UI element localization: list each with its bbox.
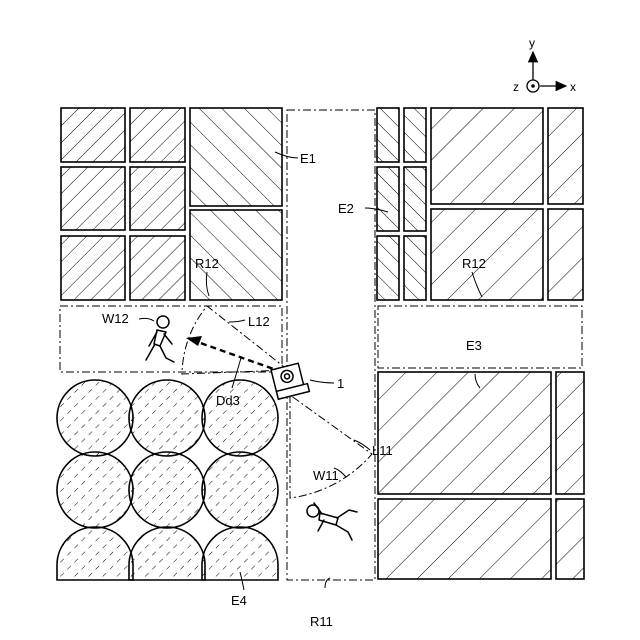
round-storage-e4 [57, 380, 278, 580]
label-e2: E2 [338, 201, 354, 216]
label-r12-left: R12 [195, 256, 219, 271]
label-robot: 1 [337, 376, 344, 391]
region-r12-right [378, 306, 582, 368]
label-w12: W12 [102, 311, 129, 326]
label-l12: L12 [248, 314, 270, 329]
worker-w12-icon [146, 316, 174, 362]
label-e1: E1 [300, 151, 316, 166]
worker-w11-icon [307, 503, 357, 540]
shelf-block-e1 [61, 108, 282, 300]
shelf-block-e3 [378, 372, 584, 579]
label-e4: E4 [231, 593, 247, 608]
coordinate-axes: y z x [513, 36, 576, 94]
detection-arrow-dd3 [186, 336, 282, 372]
label-e3: E3 [466, 338, 482, 353]
label-r12-right: R12 [462, 256, 486, 271]
robot-icon [271, 362, 309, 399]
label-dd3: Dd3 [216, 393, 240, 408]
region-r11-aisle [287, 110, 375, 580]
shelf-block-e2 [377, 108, 583, 300]
axis-label-z: z [513, 80, 519, 94]
axis-label-x: x [570, 80, 576, 94]
label-l11: L11 [372, 443, 393, 458]
axis-label-y: y [529, 36, 535, 50]
label-r11: R11 [310, 614, 333, 629]
label-w11: W11 [313, 468, 339, 483]
